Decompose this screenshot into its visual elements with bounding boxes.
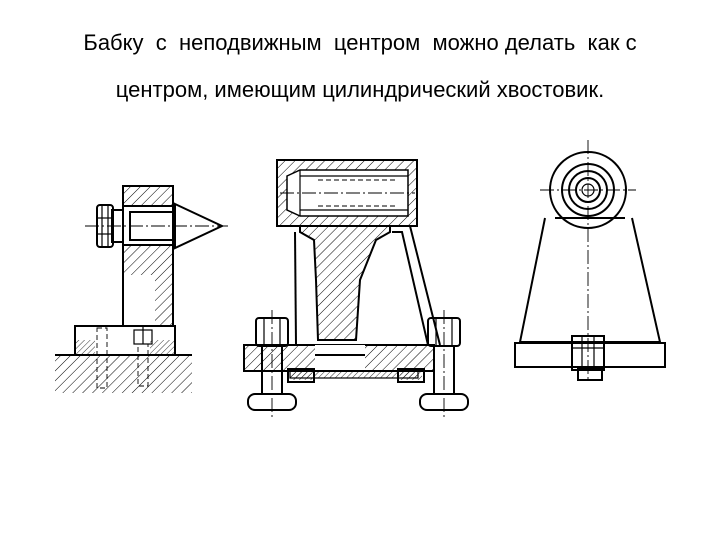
support-rib [294,225,441,346]
middle-view-cylindrical-shank-tailstock [243,159,469,420]
column-web-section [299,225,391,341]
tailstock-foot [74,325,176,356]
base-plate-section [55,354,192,393]
fastening-screw [96,326,153,389]
right-view-end-elevation [514,140,666,382]
tailstock-body [122,185,174,327]
center-bore-circles [540,140,636,382]
key-right [397,368,425,383]
caption-line-2: центром, имеющим цилиндрический хвостови… [115,77,605,102]
center-nut [96,204,124,248]
right-base-plate [514,335,666,381]
triangular-body [518,217,662,343]
clamp-bolt-left [247,310,297,420]
clamp-bolt-right [419,310,469,420]
left-view-fixed-center-tailstock [55,185,228,393]
housing-section [276,159,418,227]
fixed-center-cone [85,202,228,250]
middle-base-section [243,344,435,379]
caption-line-1: Бабку с неподвижным центром можно делать… [83,30,637,55]
key-left [287,368,315,383]
